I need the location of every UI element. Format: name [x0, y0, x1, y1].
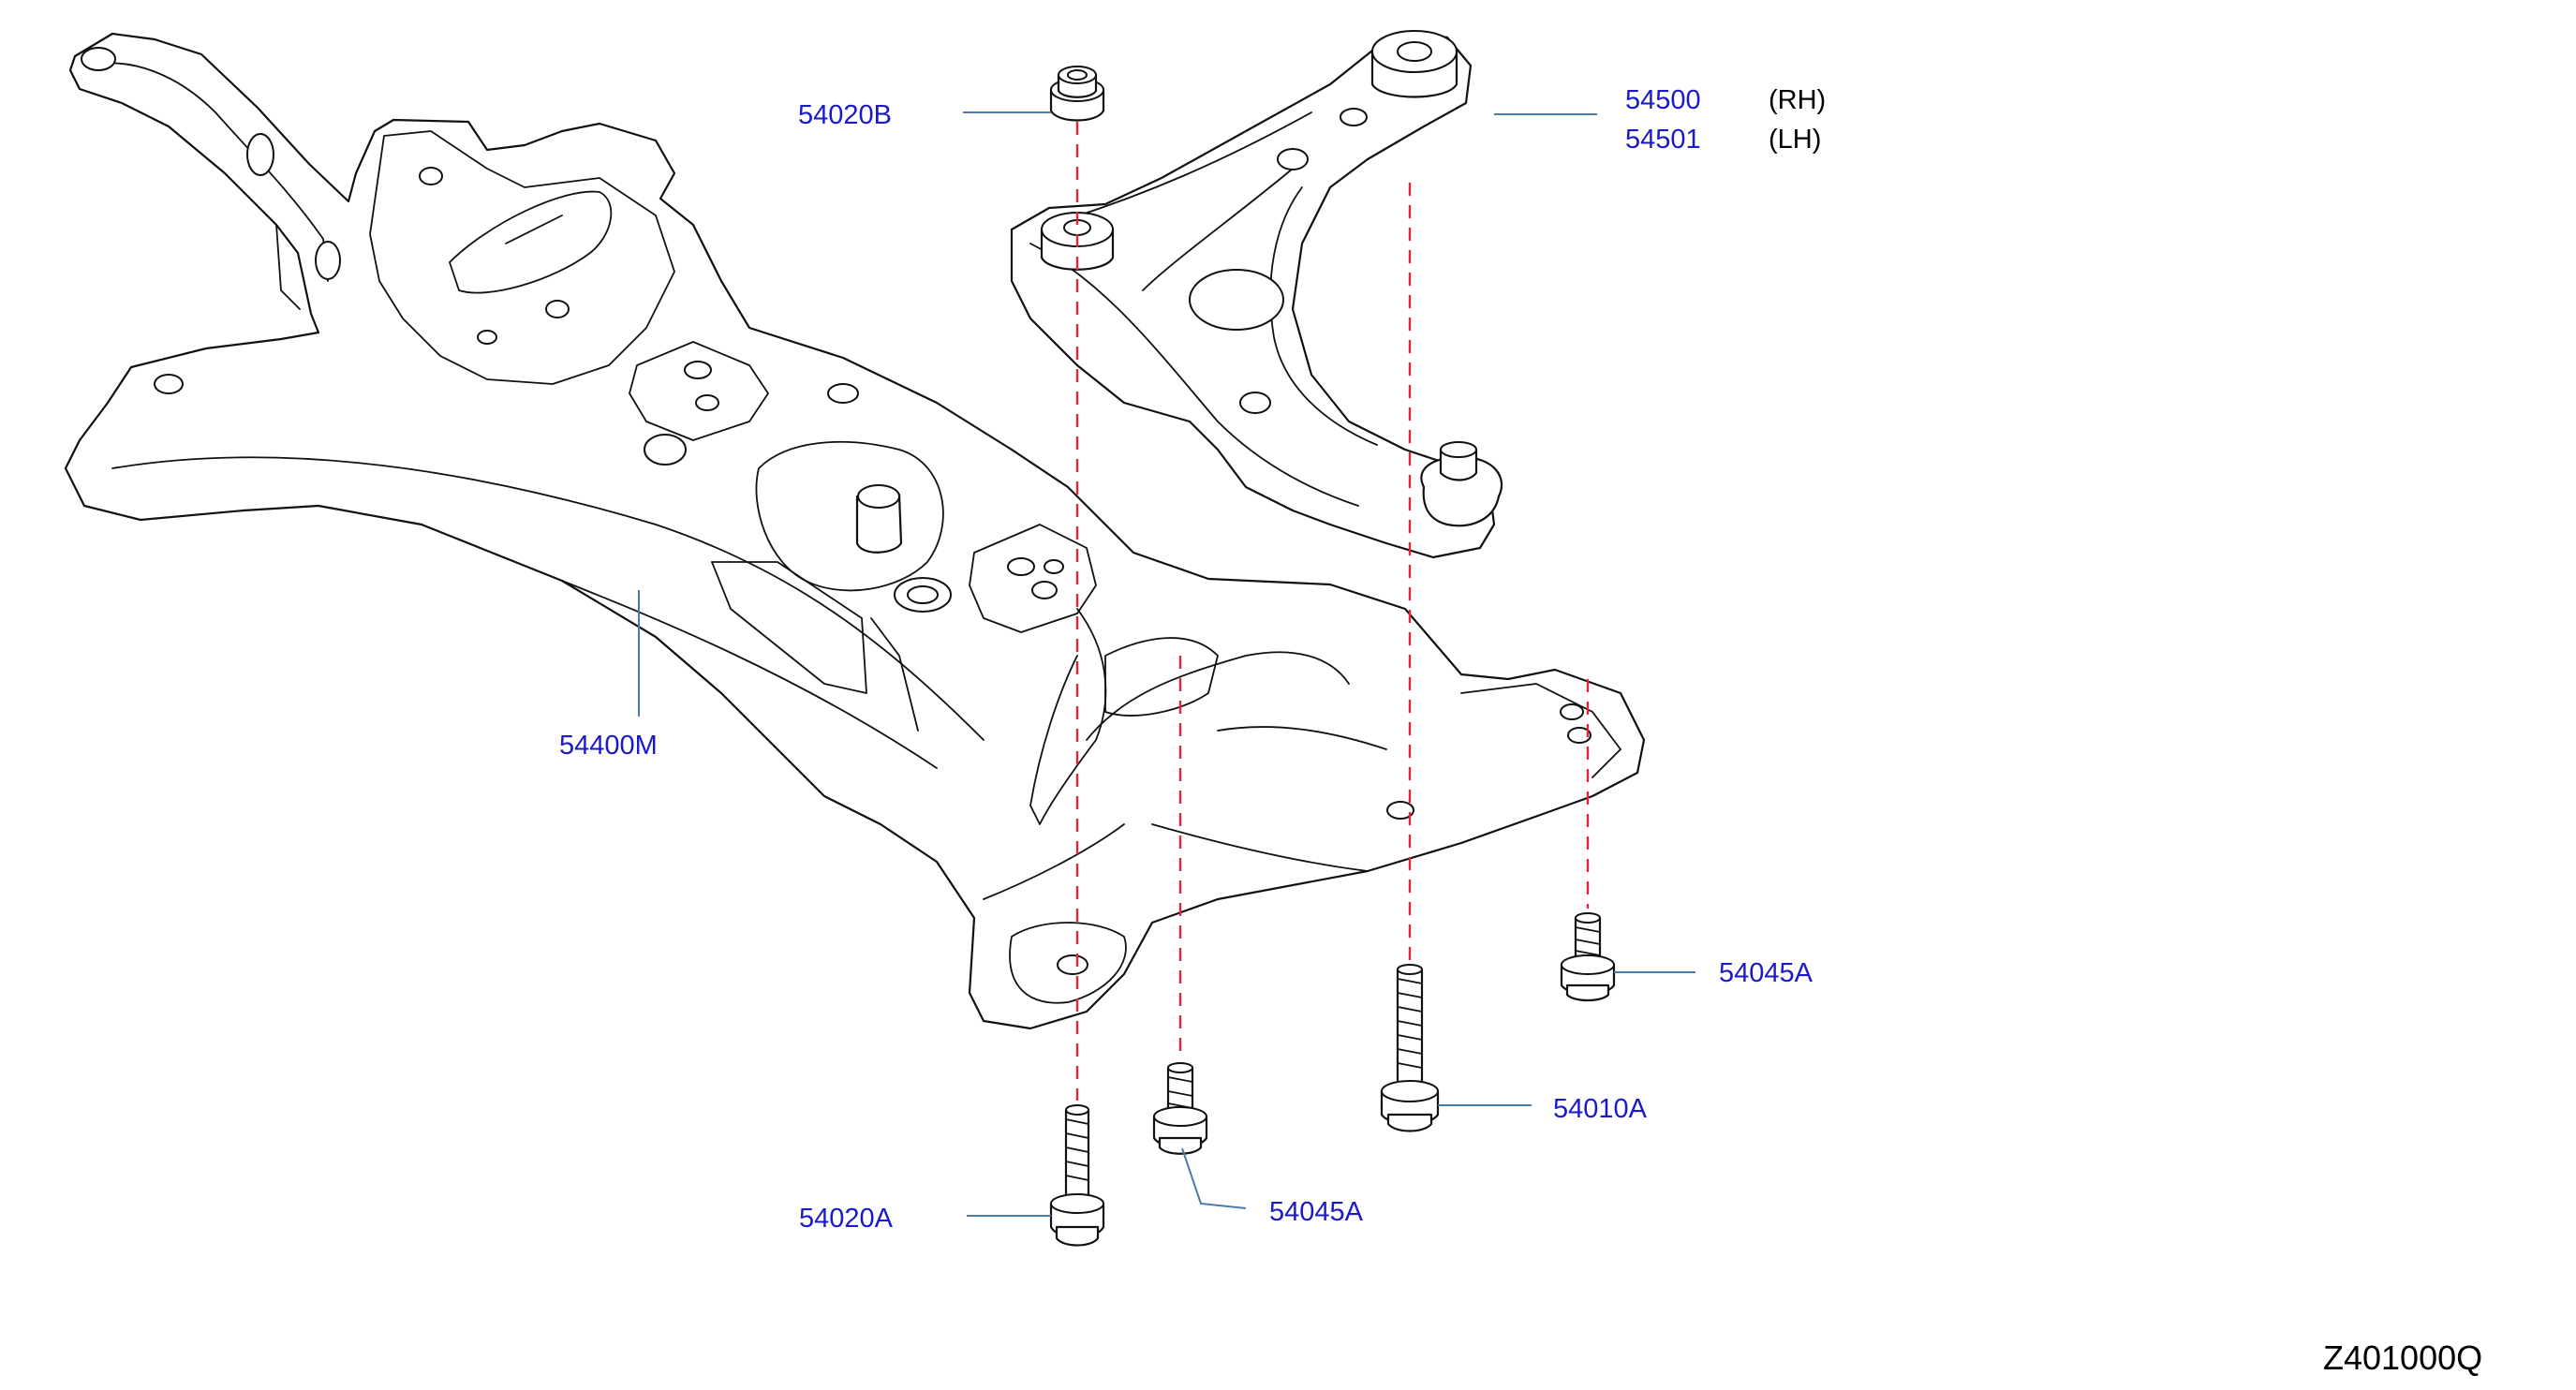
assembly-axes: [1075, 122, 1590, 1101]
callout-54010A: 54010A: [1553, 1094, 1648, 1124]
callout-54045A-right: 54045A: [1719, 958, 1814, 988]
arm-nut[interactable]: [1049, 66, 1105, 122]
callout-labels: 54020B 54500 (RH) 54501 (LH) 54400M 5404…: [559, 85, 2482, 1377]
callout-54020A: 54020A: [799, 1204, 894, 1234]
callout-lh: (LH): [1769, 125, 1821, 155]
front-suspension-crossmember[interactable]: [64, 32, 1646, 1030]
callout-54501: 54501: [1625, 125, 1701, 155]
bolt-short-center[interactable]: [1152, 1062, 1208, 1155]
callout-54400M: 54400M: [559, 731, 658, 761]
bolt-short-right[interactable]: [1560, 912, 1616, 1002]
leader-lines: [638, 111, 1695, 1217]
callout-54500: 54500: [1625, 85, 1701, 115]
callout-54020B: 54020B: [798, 100, 892, 130]
callout-rh: (RH): [1769, 85, 1826, 115]
transverse-link-arm[interactable]: [1010, 30, 1503, 559]
bolt-front[interactable]: [1049, 1104, 1105, 1247]
callout-54045A-center: 54045A: [1269, 1197, 1364, 1227]
figure-code: Z401000Q: [2323, 1338, 2482, 1377]
bolt-long[interactable]: [1380, 964, 1440, 1132]
